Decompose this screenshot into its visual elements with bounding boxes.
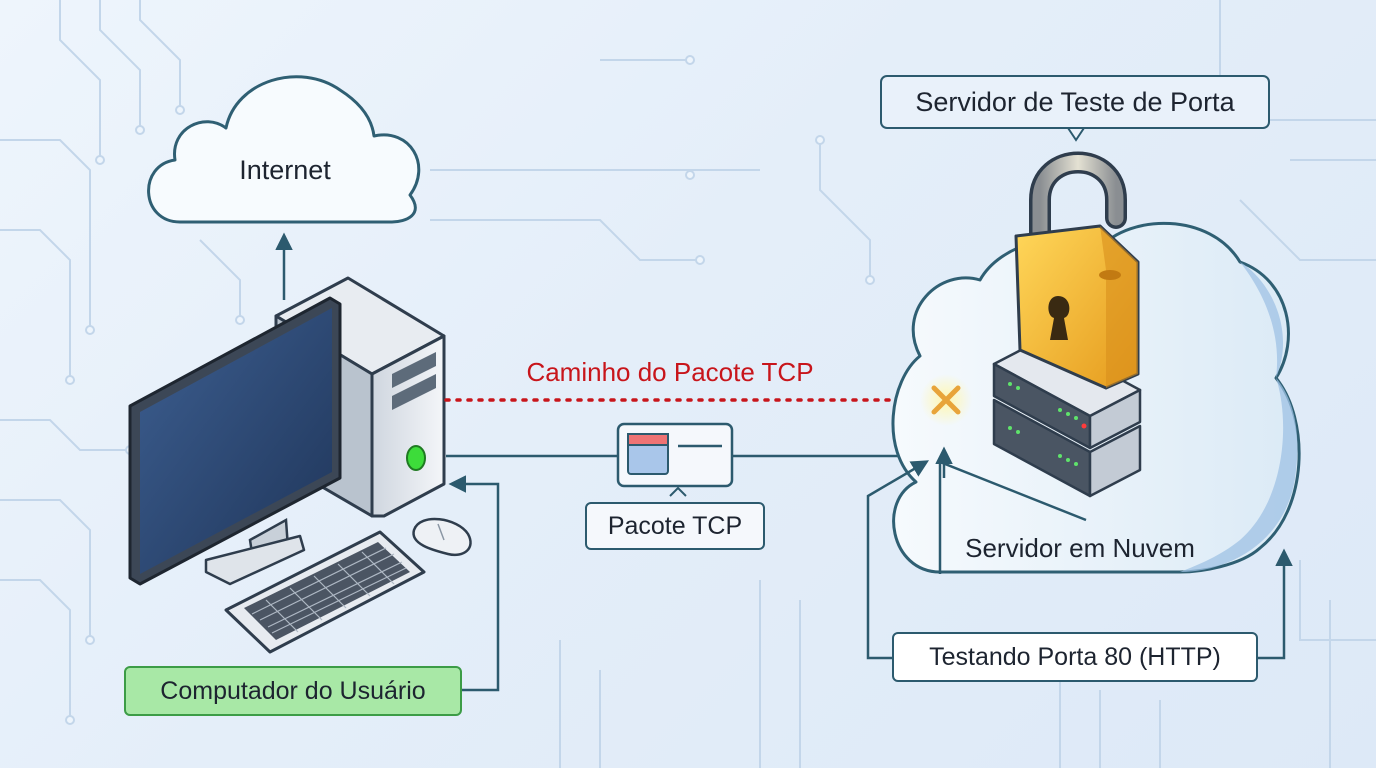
testing-port-label: Testando Porta 80 (HTTP): [892, 632, 1258, 682]
padlock-open-icon: [1014, 151, 1140, 390]
tcp-packet-path-label: Caminho do Pacote TCP: [526, 356, 814, 387]
port-server-label-pointer: [1067, 127, 1085, 142]
packet-icon: [616, 422, 734, 488]
cloud-server-label: Servidor em Nuvem: [965, 532, 1195, 563]
power-led-icon: [406, 445, 426, 471]
port-test-server-label: Servidor de Teste de Porta: [880, 75, 1270, 129]
internet-cloud-icon: [147, 75, 421, 224]
desktop-computer-icon: [128, 276, 446, 586]
arrow-user-to-computer: [448, 475, 500, 692]
blocked-x-icon: [920, 374, 972, 426]
keyboard-icon: [224, 530, 426, 654]
packet-label-pointer: [669, 486, 687, 497]
server-rack-icon: [992, 336, 1142, 498]
arrow-test-right: [1258, 548, 1293, 660]
mouse-icon: [412, 517, 472, 557]
arrow-test-left: [866, 460, 930, 660]
tcp-packet-label: Pacote TCP: [585, 502, 765, 550]
user-computer-label: Computador do Usuário: [124, 666, 462, 716]
internet-label: Internet: [239, 154, 331, 185]
